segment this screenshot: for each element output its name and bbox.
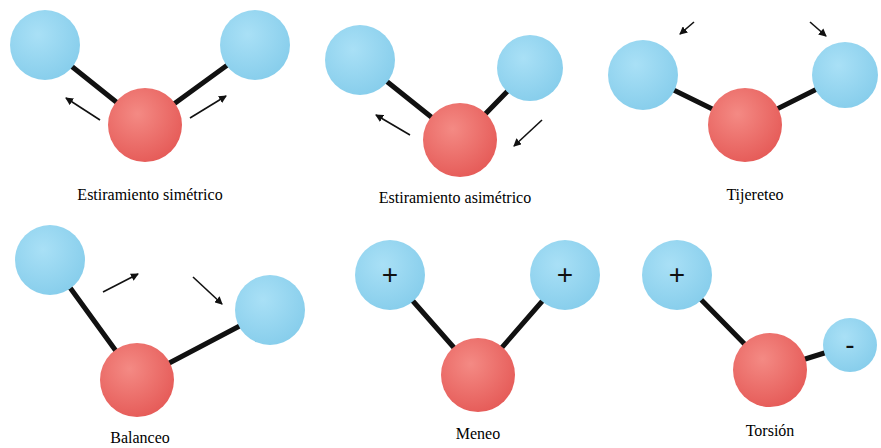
mode-caption: Estiramiento asimétrico [379,188,531,207]
charge-sign: - [823,318,877,372]
atom-circle: + [530,240,600,310]
charge-sign: + [530,240,600,310]
atom-circle: + [642,240,712,310]
mode-caption: Balanceo [110,428,170,447]
atom-circle: + [355,240,425,310]
mode-caption: Meneo [456,424,500,443]
mode-caption: Estiramiento simétrico [77,185,222,204]
atoms [10,10,878,417]
mode-caption: Torsión [746,421,795,440]
motion-arrows [66,22,826,304]
mode-caption: Tijereteo [726,185,783,204]
atom-circle: - [823,318,877,372]
bonds [45,45,850,380]
charge-sign: + [355,240,425,310]
charge-sign: + [642,240,712,310]
